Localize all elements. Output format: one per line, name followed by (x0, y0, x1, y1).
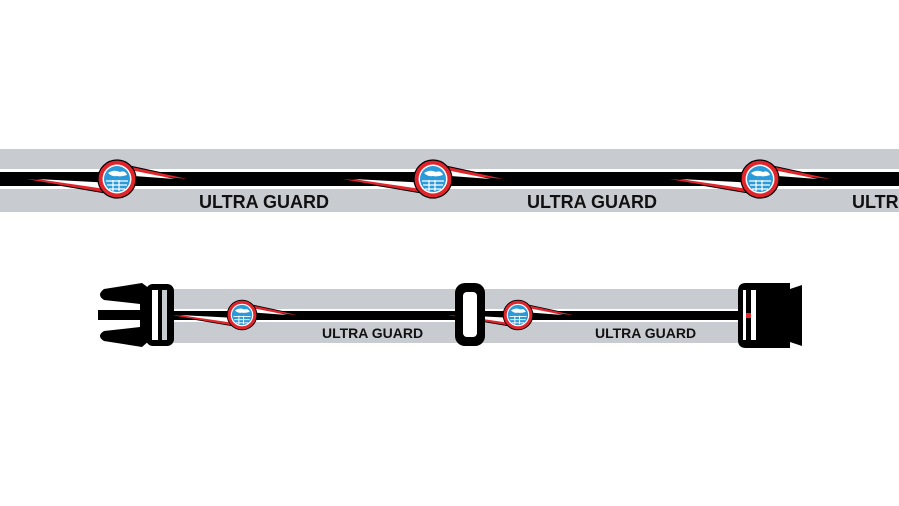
strap-pattern: ULTRA GUARD ULTRA GUARD ULTRA GUARD (0, 149, 899, 212)
assembled-strap: ULTRA GUARD ULTRA GUARD (98, 283, 802, 348)
brand-text: ULTRA GUARD (322, 325, 423, 341)
buckle-male (98, 283, 174, 347)
brand-text: ULTRA GUARD (199, 192, 329, 212)
strap-adjuster (455, 283, 485, 346)
brand-text: ULTRA GUARD (852, 192, 899, 212)
brand-text: ULTRA GUARD (527, 192, 657, 212)
buckle-female (738, 283, 802, 348)
brand-text: ULTRA GUARD (595, 325, 696, 341)
